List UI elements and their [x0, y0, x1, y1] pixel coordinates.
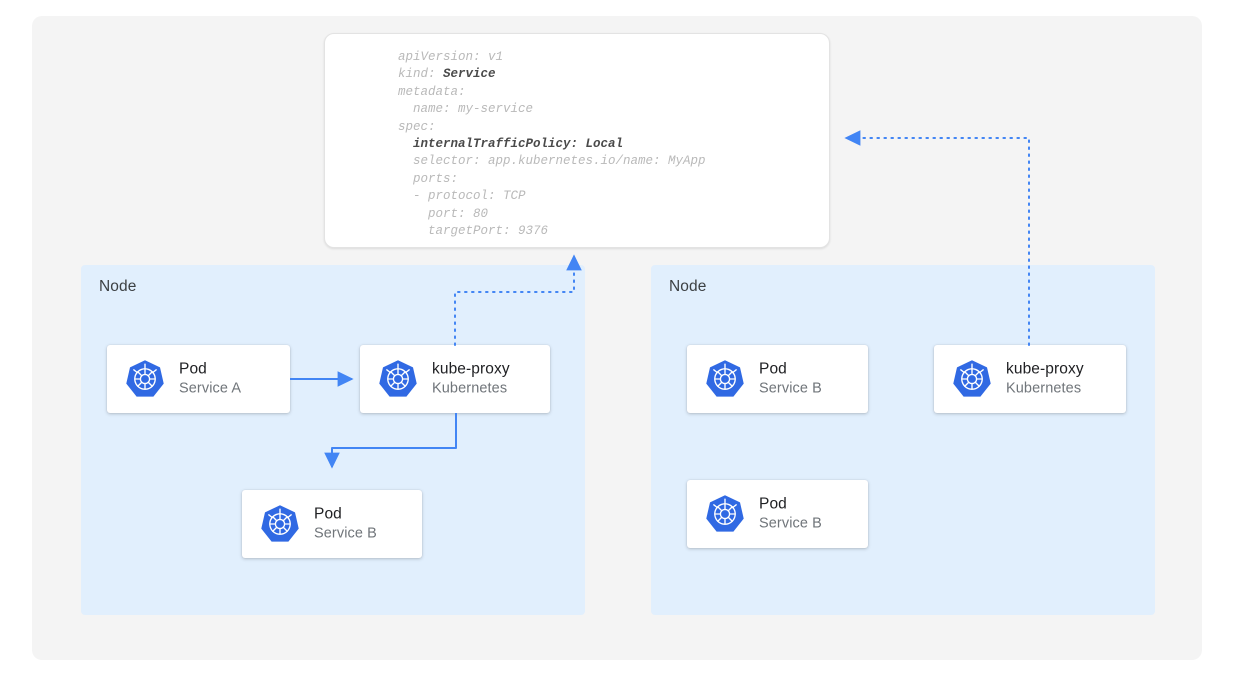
card-title: Pod — [759, 495, 787, 513]
card-title: Pod — [759, 360, 787, 378]
kubernetes-logo-icon — [379, 360, 417, 397]
yaml-highlight: internalTrafficPolicy: Local — [413, 137, 624, 152]
yaml-line: spec: — [398, 119, 436, 134]
card-kube-proxy-right-text: kube-proxy Kubernetes — [1006, 360, 1084, 397]
card-pod-service-b-left[interactable]: Pod Service B — [242, 490, 422, 558]
card-subtitle: Service B — [759, 380, 822, 397]
node-right-label: Node — [669, 278, 707, 295]
yaml-line: apiVersion: v1 — [398, 50, 504, 64]
yaml-line: name: my-service — [398, 102, 534, 117]
node-left-label: Node — [99, 278, 137, 295]
card-pod-service-a-text: Pod Service A — [179, 360, 241, 397]
card-title: kube-proxy — [432, 360, 510, 378]
yaml-line: targetPort: 9376 — [398, 224, 549, 239]
yaml-line: selector: app.kubernetes.io/name: MyApp — [398, 154, 706, 169]
card-pod-service-b-right-top-text: Pod Service B — [759, 360, 822, 397]
kubernetes-logo-icon — [126, 360, 164, 397]
node-left[interactable]: Node — [81, 265, 585, 615]
kubernetes-logo-icon — [953, 360, 991, 397]
service-manifest-text: apiVersion: v1 kind: Service metadata: nam… — [398, 49, 706, 240]
yaml-line: ports: — [398, 171, 459, 186]
card-kube-proxy-right[interactable]: kube-proxy Kubernetes — [934, 345, 1126, 413]
card-title: Pod — [314, 505, 342, 523]
yaml-highlight: Service — [443, 67, 496, 82]
service-manifest-card[interactable]: apiVersion: v1 kind: Service metadata: nam… — [324, 33, 830, 248]
node-right[interactable]: Node — [651, 265, 1155, 615]
card-subtitle: Service B — [314, 525, 377, 542]
card-pod-service-b-left-text: Pod Service B — [314, 505, 377, 542]
kubernetes-logo-icon — [261, 505, 299, 542]
card-pod-service-a[interactable]: Pod Service A — [107, 345, 290, 413]
card-kube-proxy-left-text: kube-proxy Kubernetes — [432, 360, 510, 397]
card-kube-proxy-left[interactable]: kube-proxy Kubernetes — [360, 345, 550, 413]
card-pod-service-b-right-bottom[interactable]: Pod Service B — [687, 480, 868, 548]
card-title: Pod — [179, 360, 207, 378]
card-title: kube-proxy — [1006, 360, 1084, 378]
yaml-line: - protocol: TCP — [398, 189, 526, 204]
card-subtitle: Kubernetes — [1006, 380, 1082, 397]
card-pod-service-b-right-top[interactable]: Pod Service B — [687, 345, 868, 413]
yaml-line: kind: Service — [398, 67, 496, 82]
kubernetes-logo-icon — [706, 360, 744, 397]
card-pod-service-b-right-bottom-text: Pod Service B — [759, 495, 822, 532]
card-subtitle: Service B — [759, 515, 822, 532]
yaml-line: internalTrafficPolicy: Local — [398, 136, 706, 153]
kubernetes-logo-icon — [706, 495, 744, 532]
yaml-line: metadata: — [398, 84, 466, 99]
yaml-line: port: 80 — [398, 206, 489, 221]
card-subtitle: Kubernetes — [432, 380, 508, 397]
card-subtitle: Service A — [179, 380, 242, 397]
